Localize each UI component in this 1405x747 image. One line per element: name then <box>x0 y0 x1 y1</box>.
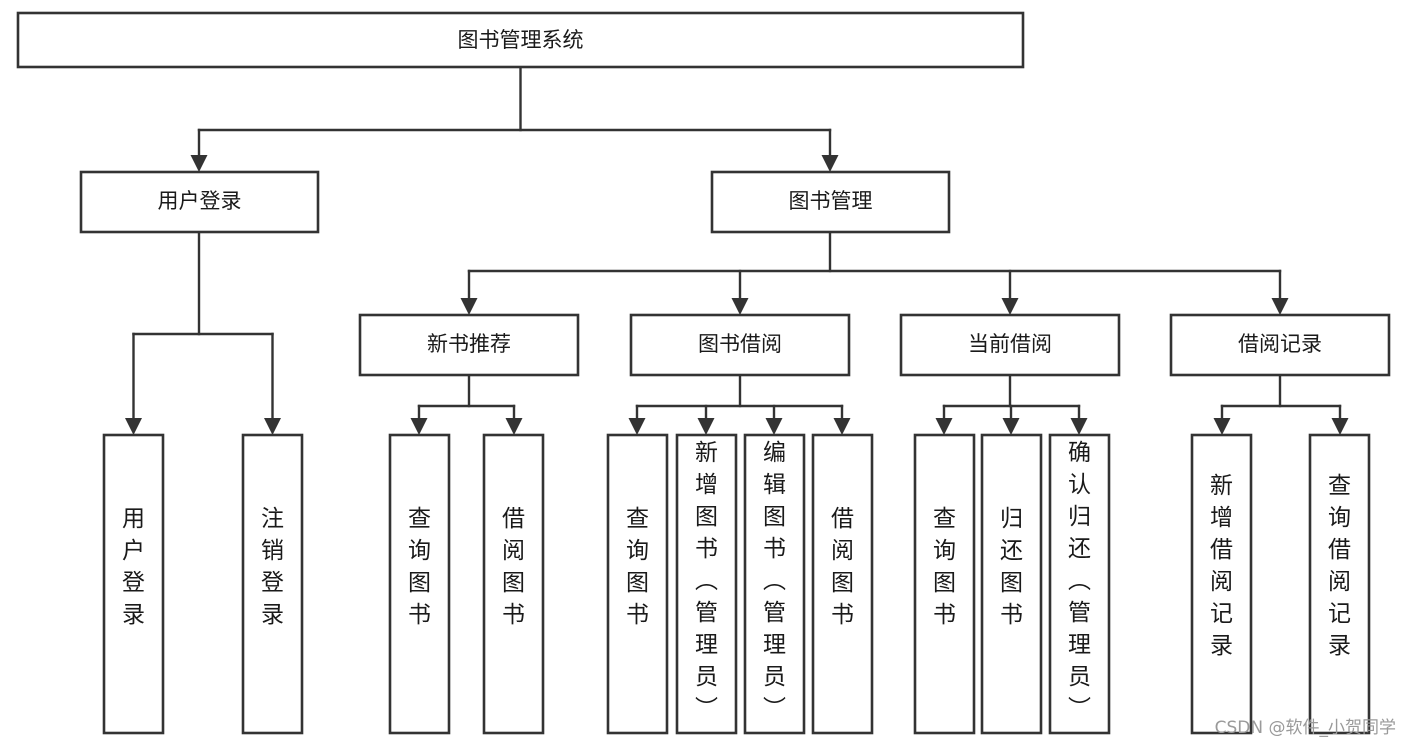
node-book-manage-box[interactable] <box>710 170 951 234</box>
leaf-add-record[interactable]: 新增借阅记录 <box>1190 433 1253 735</box>
arrow-to-leaf-query-book-2 <box>628 418 646 435</box>
leaf-query-book-1-label: 查询图书 <box>408 506 431 628</box>
node-current-borrow-box[interactable] <box>899 313 1121 377</box>
leaf-query-book-2[interactable]: 查询图书 <box>606 433 669 735</box>
leaf-query-book-2-label: 查询图书 <box>626 506 649 628</box>
arrow-to-new-book-recommend <box>460 298 478 315</box>
leaf-query-book-1[interactable]: 查询图书 <box>388 433 451 735</box>
leaf-borrow-book-1[interactable]: 借阅图书 <box>482 433 545 735</box>
leaf-query-record-box[interactable] <box>1308 433 1371 735</box>
leaf-edit-book-box[interactable] <box>743 433 806 735</box>
arrow-to-leaf-logout <box>264 418 281 435</box>
node-new-book-recommend-box[interactable] <box>358 313 580 377</box>
leaf-user-login-label: 用户登录 <box>122 506 145 628</box>
leaf-confirm-return-label: 确认归还︵管理员︶ <box>1068 440 1091 722</box>
node-root[interactable]: 图书管理系统 <box>16 11 1025 69</box>
node-book-borrow-label: 图书借阅 <box>698 332 782 356</box>
node-new-book-recommend-label: 新书推荐 <box>427 332 511 356</box>
arrow-to-leaf-confirm-return <box>1070 418 1088 435</box>
leaf-add-book-label: 新增图书︵管理员︶ <box>695 440 718 722</box>
node-borrow-record[interactable]: 借阅记录 <box>1169 313 1391 377</box>
node-borrow-record-box[interactable] <box>1169 313 1391 377</box>
arrow-to-leaf-query-book-1 <box>410 418 428 435</box>
leaf-add-book[interactable]: 新增图书︵管理员︶ <box>675 433 738 735</box>
node-book-manage-label: 图书管理 <box>789 189 873 213</box>
node-borrow-record-label: 借阅记录 <box>1238 332 1322 356</box>
leaf-query-book-3[interactable]: 查询图书 <box>913 433 976 735</box>
node-book-borrow[interactable]: 图书借阅 <box>629 313 851 377</box>
arrow-to-leaf-add-book <box>697 418 715 435</box>
node-book-borrow-box[interactable] <box>629 313 851 377</box>
arrow-to-current-borrow <box>1001 298 1019 315</box>
arrow-to-leaf-query-record <box>1331 418 1349 435</box>
node-current-borrow[interactable]: 当前借阅 <box>899 313 1121 377</box>
leaf-borrow-book-2-label: 借阅图书 <box>831 506 854 628</box>
leaf-query-book-3-label: 查询图书 <box>933 506 956 628</box>
arrow-to-leaf-add-record <box>1213 418 1231 435</box>
leaf-add-record-label: 新增借阅记录 <box>1210 473 1233 659</box>
arrow-root-to-user-login <box>190 155 208 172</box>
leaf-query-book-3-box[interactable] <box>913 433 976 735</box>
csdn-watermark: CSDN @软件_小贺同学 <box>1215 718 1396 738</box>
arrow-to-leaf-edit-book <box>765 418 783 435</box>
arrow-to-leaf-borrow-book-2 <box>833 418 851 435</box>
leaf-query-record[interactable]: 查询借阅记录 <box>1308 433 1371 735</box>
arrow-to-leaf-user-login <box>125 418 142 435</box>
node-user-login-label: 用户登录 <box>158 189 242 213</box>
leaf-borrow-book-1-label: 借阅图书 <box>502 506 525 628</box>
leaf-user-login[interactable]: 用户登录 <box>102 433 165 735</box>
node-root-label: 图书管理系统 <box>458 28 584 52</box>
arrow-to-borrow-record <box>1271 298 1289 315</box>
node-book-manage[interactable]: 图书管理 <box>710 170 951 234</box>
arrow-to-leaf-return-book <box>1002 418 1020 435</box>
leaf-edit-book-label: 编辑图书︵管理员︶ <box>763 440 786 722</box>
leaf-confirm-return-box[interactable] <box>1048 433 1111 735</box>
node-user-login-box[interactable] <box>79 170 320 234</box>
leaf-user-login-box[interactable] <box>102 433 165 735</box>
node-root-box[interactable] <box>16 11 1025 69</box>
leaf-return-book-box[interactable] <box>980 433 1043 735</box>
leaf-edit-book[interactable]: 编辑图书︵管理员︶ <box>743 433 806 735</box>
arrow-to-book-borrow <box>731 298 749 315</box>
connector-layer <box>125 65 1349 435</box>
leaf-logout[interactable]: 注销登录 <box>241 433 304 735</box>
leaf-layer: 用户登录 注销登录 查询图书 借阅图书 查询图书 新增图书︵管理员︶ 编辑图书︵… <box>102 433 1371 735</box>
leaf-query-book-1-box[interactable] <box>388 433 451 735</box>
leaf-borrow-book-1-box[interactable] <box>482 433 545 735</box>
leaf-add-book-box[interactable] <box>675 433 738 735</box>
node-current-borrow-label: 当前借阅 <box>968 332 1052 356</box>
node-new-book-recommend[interactable]: 新书推荐 <box>358 313 580 377</box>
leaf-add-record-box[interactable] <box>1190 433 1253 735</box>
leaf-query-book-2-box[interactable] <box>606 433 669 735</box>
node-user-login[interactable]: 用户登录 <box>79 170 320 234</box>
leaf-query-record-label: 查询借阅记录 <box>1328 473 1351 659</box>
leaf-return-book[interactable]: 归还图书 <box>980 433 1043 735</box>
leaf-logout-label: 注销登录 <box>261 506 284 628</box>
leaf-return-book-label: 归还图书 <box>1000 506 1023 628</box>
arrow-root-to-book-manage <box>821 155 839 172</box>
leaf-logout-box[interactable] <box>241 433 304 735</box>
leaf-borrow-book-2[interactable]: 借阅图书 <box>811 433 874 735</box>
leaf-borrow-book-2-box[interactable] <box>811 433 874 735</box>
leaf-confirm-return[interactable]: 确认归还︵管理员︶ <box>1048 433 1111 735</box>
arrow-to-leaf-borrow-book-1 <box>505 418 523 435</box>
arrow-to-leaf-query-book-3 <box>935 418 953 435</box>
